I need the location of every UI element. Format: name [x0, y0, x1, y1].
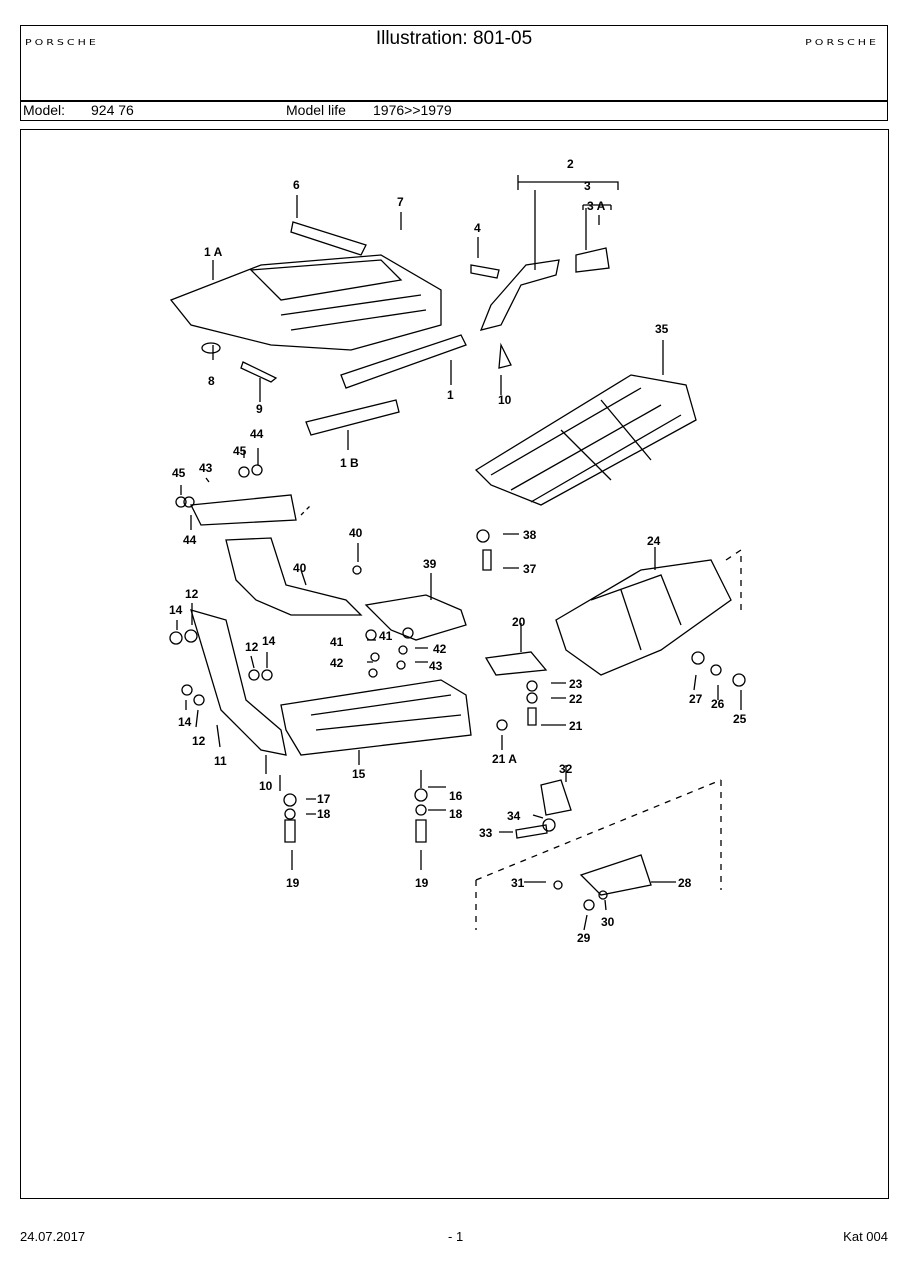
callout-27: 27	[689, 692, 703, 706]
callout-28: 28	[678, 876, 692, 890]
callout-2: 2	[567, 157, 574, 171]
callout-24: 24	[647, 534, 661, 548]
callout-1b: 1 B	[340, 456, 359, 470]
callout-42-right: 43	[429, 659, 443, 673]
callout-14-mid: 14	[262, 634, 276, 648]
model-value: 924 76	[91, 102, 134, 118]
callout-13: 14	[178, 715, 192, 729]
callout-36: 37	[523, 562, 537, 576]
callout-11: 11	[214, 754, 227, 768]
model-label: Model:	[23, 102, 66, 118]
model-info-row: Model: 924 76 Model life 1976>>1979	[21, 102, 887, 120]
model-life-label: Model life	[286, 102, 346, 118]
callout-35: 35	[655, 322, 669, 336]
callout-4: 4	[474, 221, 481, 235]
brand-logo-right: PORSCHE	[805, 37, 879, 48]
callout-12-mid: 12	[245, 640, 259, 654]
callout-34: 34	[507, 809, 521, 823]
callout-40-mid: 41	[379, 629, 393, 643]
callout-3a: 3 A	[587, 199, 606, 213]
callout-15: 15	[352, 767, 366, 781]
callout-33: 33	[479, 826, 493, 840]
callout-21: 21	[569, 719, 583, 733]
callout-41-right: 42	[433, 642, 447, 656]
callout-8: 9	[256, 402, 263, 416]
callout-9: 10	[498, 393, 512, 407]
callout-19-left: 19	[286, 876, 300, 890]
callout-29: 29	[577, 931, 591, 945]
callout-31: 31	[511, 876, 525, 890]
callout-23: 23	[569, 677, 583, 691]
callout-10: 10	[259, 779, 273, 793]
footer-catalog: Kat 004	[843, 1229, 888, 1244]
callout-12-top: 12	[185, 587, 199, 601]
callout-32: 32	[559, 762, 573, 776]
exploded-parts-diagram: 6 7 4 2 3 3 A 1 A 8 9 1 10 35 1 B 44 45 …	[20, 129, 889, 1199]
callout-40-top: 40	[349, 526, 363, 540]
parts-illustration: 6 7 4 2 3 3 A 1 A 8 9 1 10 35 1 B 44 45 …	[169, 157, 747, 945]
callout-45-left: 45	[172, 466, 186, 480]
callout-6: 7	[397, 195, 404, 209]
callout-7: 8	[208, 374, 215, 388]
callout-41-left: 41	[330, 635, 344, 649]
header-divider	[21, 100, 887, 102]
callout-42-left: 42	[330, 656, 344, 670]
callout-37: 38	[523, 528, 537, 542]
callout-labels: 6 7 4 2 3 3 A 1 A 8 9 1 10 35 1 B 44 45 …	[169, 157, 747, 945]
callout-18-left: 18	[317, 807, 331, 821]
callout-17: 17	[317, 792, 331, 806]
callout-30: 30	[601, 915, 615, 929]
illustration-title: Illustration: 801-05	[375, 28, 533, 49]
header-box: PORSCHE Illustration: 801-05 PORSCHE Mod…	[20, 25, 888, 121]
callout-3: 3	[584, 179, 591, 193]
callout-18-right: 18	[449, 807, 463, 821]
floor-pan-shape	[169, 254, 442, 351]
callout-45-top: 45	[233, 444, 247, 458]
callout-25: 25	[733, 712, 747, 726]
callout-20: 20	[512, 615, 526, 629]
brand-logo-left: PORSCHE	[25, 37, 99, 48]
callout-21a: 21 A	[492, 752, 517, 766]
callout-12-bottom: 12	[192, 734, 206, 748]
callout-5: 6	[293, 178, 300, 192]
callout-22: 22	[569, 692, 583, 706]
callout-1a: 1 A	[204, 245, 223, 259]
footer-date: 24.07.2017	[20, 1229, 86, 1244]
callout-1: 1	[447, 388, 454, 402]
callout-16: 16	[449, 789, 463, 803]
callout-39: 40	[293, 561, 307, 575]
callout-44-top: 44	[250, 427, 264, 441]
callout-44-left: 44	[183, 533, 197, 547]
callout-43: 43	[199, 461, 213, 475]
callout-38: 39	[423, 557, 437, 571]
footer-page-number: - 1	[448, 1229, 464, 1244]
callout-14-left: 14	[169, 603, 183, 617]
callout-26: 26	[711, 697, 725, 711]
callout-19-right: 19	[415, 876, 429, 890]
model-life-value: 1976>>1979	[373, 102, 452, 118]
